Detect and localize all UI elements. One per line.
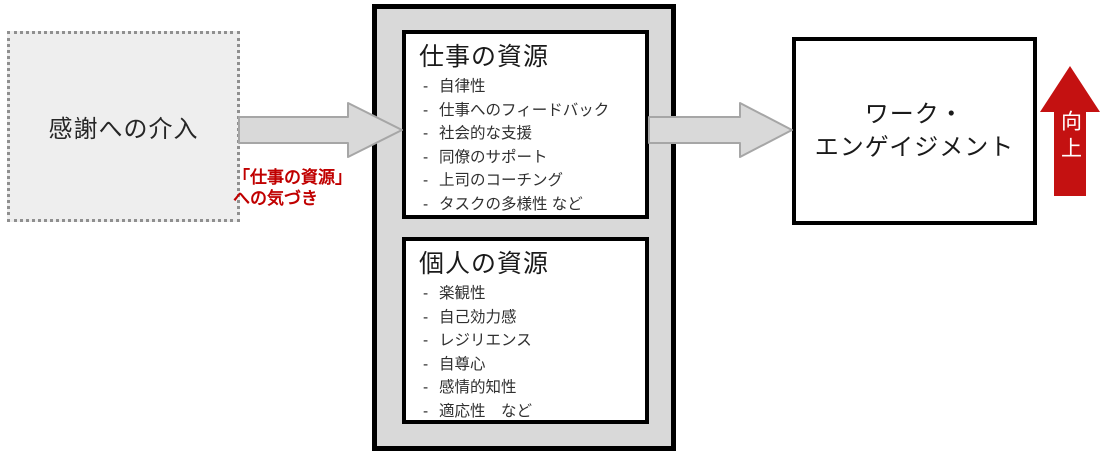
gratitude-intervention-box: 感謝への介入	[7, 31, 240, 222]
awareness-annotation-line1: 「仕事の資源」	[233, 168, 352, 187]
work-engagement-label-line2: エンゲイジメント	[814, 134, 1015, 161]
list-item: 社会的な支援	[422, 122, 641, 146]
job-resources-list: 自律性 仕事へのフィードバック 社会的な支援 同僚のサポート 上司のコーチング …	[422, 75, 641, 216]
work-engagement-box: ワーク・ エンゲイジメント	[792, 37, 1037, 225]
list-item: 適応性 など	[422, 400, 641, 424]
list-item: レジリエンス	[422, 329, 641, 353]
awareness-annotation: 「仕事の資源」 への気づき	[233, 167, 383, 209]
awareness-annotation-line2: への気づき	[233, 189, 318, 208]
list-item: 同僚のサポート	[422, 146, 641, 170]
personal-resources-box: 個人の資源 楽観性 自己効力感 レジリエンス 自尊心 感情的知性 適応性 など	[402, 237, 649, 424]
flow-arrow-right-icon	[648, 102, 793, 158]
improvement-arrow: 向上	[1040, 66, 1100, 196]
list-item: 自尊心	[422, 353, 641, 377]
list-item: 楽観性	[422, 282, 641, 306]
job-resources-title: 仕事の資源	[419, 43, 550, 71]
list-item: 感情的知性	[422, 376, 641, 400]
job-resources-box: 仕事の資源 自律性 仕事へのフィードバック 社会的な支援 同僚のサポート 上司の…	[402, 30, 649, 219]
improvement-label: 向上	[1058, 110, 1082, 164]
gratitude-intervention-label: 感謝への介入	[48, 116, 199, 143]
work-engagement-label-line1: ワーク・	[864, 101, 965, 128]
list-item: 自律性	[422, 75, 641, 99]
list-item: 仕事へのフィードバック	[422, 99, 641, 123]
list-item: 上司のコーチング	[422, 169, 641, 193]
up-arrow-icon	[1040, 66, 1100, 196]
personal-resources-list: 楽観性 自己効力感 レジリエンス 自尊心 感情的知性 適応性 など	[422, 282, 641, 423]
list-item: 自己効力感	[422, 306, 641, 330]
list-item: タスクの多様性 など	[422, 193, 641, 217]
personal-resources-title: 個人の資源	[419, 250, 550, 278]
flow-arrow-left-icon	[238, 102, 403, 158]
